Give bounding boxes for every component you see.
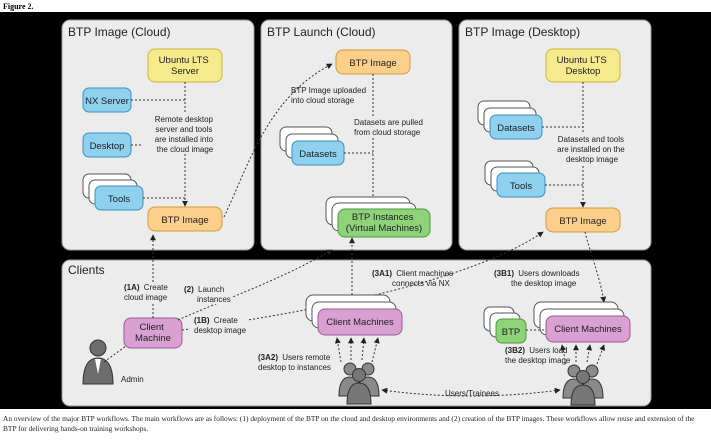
svg-text:(3A1) Client machines: (3A1) Client machines connects via NX: [372, 269, 455, 288]
upload-note-1: BTP Image uploaded: [291, 86, 366, 95]
arrow-upload-to-cloud: [223, 63, 333, 218]
step-1a-line-2: cloud image: [124, 293, 168, 302]
step-3a2-line-2: desktop to instances: [258, 363, 331, 372]
client-machine-line-2: Machine: [135, 333, 171, 344]
step-1b-num: (1B): [194, 316, 210, 325]
step-3a1-line-2: connects via NX: [392, 279, 450, 288]
step-3b1-num: (3B1): [494, 269, 514, 278]
desktop-label: Desktop: [90, 141, 125, 152]
users-group-desktop-icon: [562, 364, 604, 406]
svg-text:Ubuntu LTS Desktop: Ubuntu LTS Desktop: [557, 55, 610, 77]
step-1b-line-2: desktop image: [194, 326, 247, 335]
users-trainees-label: Users/Trainees: [445, 389, 499, 398]
step-1b-line-1: Create: [214, 316, 239, 325]
upload-note-2: into cloud storage: [291, 96, 355, 105]
remote-desktop-note-2: server and tools: [155, 125, 212, 134]
client-machines-desktop-node: [545, 315, 631, 343]
step-3b1-line-1: Users downloads: [518, 269, 579, 278]
figure-caption: An overview of the major BTP workflows. …: [3, 414, 695, 433]
btp-small-label: BTP: [502, 327, 520, 338]
remote-desktop-note-1: Remote desktop: [155, 115, 214, 124]
btp-image-desktop-node: [545, 207, 621, 233]
svg-text:Client Machine: Client Machine: [135, 322, 171, 344]
datasets-tools-note-2: are installed on the: [557, 145, 625, 154]
btp-instances-node: [337, 208, 431, 238]
svg-text:Ubuntu LTS Server: Ubuntu LTS Server: [159, 55, 212, 77]
svg-text:BTP Image uploaded into cl: BTP Image uploaded into cloud storage: [291, 86, 368, 105]
users-group-cloud-icon: [338, 362, 380, 405]
svg-text:(2) Launch instances: (2) Launch instances: [184, 285, 231, 304]
datasets-tools-note-3: desktop image: [566, 155, 619, 164]
ubuntu-desktop-line-2: Desktop: [566, 66, 601, 77]
step-2-num: (2): [184, 285, 194, 294]
figure-label: Figure 2.: [3, 2, 34, 11]
datasets-desktop-label: Datasets: [497, 123, 535, 134]
svg-text:Datasets and tools are ins: Datasets and tools are installed on the …: [557, 135, 627, 164]
svg-text:(3B2) Users load the d: (3B2) Users load the desktop image: [505, 346, 571, 365]
svg-text:(1B) Create desktop im: (1B) Create desktop image: [194, 316, 247, 335]
nx-server-label: NX Server: [85, 96, 129, 107]
panel-title-launch: BTP Launch (Cloud): [267, 25, 376, 39]
panel-title-cloud: BTP Image (Cloud): [68, 25, 171, 39]
remote-desktop-note-4: the cloud image: [157, 145, 214, 154]
btp-image-cloud-node: [147, 206, 223, 232]
datasets-launch-label: Datasets: [299, 149, 337, 160]
step-3b1-line-2: the desktop image: [511, 279, 577, 288]
step-3b2-line-2: the desktop image: [505, 356, 571, 365]
step-1a-line-1: Create: [144, 283, 169, 292]
client-machines-desktop-label: Client Machines: [554, 324, 622, 335]
step-3a2-num: (3A2): [258, 353, 278, 362]
btp-image-cloud-label: BTP Image: [161, 215, 208, 226]
svg-text:Remote desktop server and: Remote desktop server and tools are inst…: [155, 115, 216, 154]
datasets-pulled-note-1: Datasets are pulled: [354, 118, 423, 127]
svg-text:Datasets are pulled from c: Datasets are pulled from cloud storage: [354, 118, 425, 137]
svg-text:(3B1) Users downloads: (3B1) Users downloads the desktop image: [494, 269, 582, 288]
step-2-line-1: Launch: [198, 285, 224, 294]
arrow-2-launch: [177, 249, 333, 321]
datasets-pulled-note-2: from cloud storage: [354, 128, 421, 137]
step-1a-num: (1A): [124, 283, 140, 292]
step-3b2-num: (3B2): [505, 346, 525, 355]
remote-desktop-note-3: are installed into: [155, 135, 214, 144]
client-machines-cloud-label: Client Machines: [326, 317, 394, 328]
tools-desktop-label: Tools: [510, 181, 532, 192]
arrow-3b1: [584, 231, 607, 303]
ubuntu-desktop-line-1: Ubuntu LTS: [557, 55, 607, 66]
client-machines-cloud-node: [317, 308, 403, 336]
admin-label: Admin: [121, 375, 144, 384]
ubuntu-server-line-1: Ubuntu LTS: [159, 55, 209, 66]
ubuntu-server-line-2: Server: [171, 66, 199, 77]
client-machine-line-1: Client: [140, 322, 165, 333]
btp-instances-line-1: BTP Instances: [352, 212, 414, 223]
datasets-tools-note-1: Datasets and tools: [558, 135, 624, 144]
step-3b2-line-1: Users load: [529, 346, 567, 355]
step-3a2-line-1: Users remote: [282, 353, 331, 362]
btp-instances-line-2: (Virtual Machines): [346, 223, 422, 234]
workflow-figure: BTP Image (Cloud) BTP Launch (Cloud) BTP…: [0, 12, 711, 409]
step-3a1-num: (3A1): [372, 269, 392, 278]
link-admin-client: [103, 345, 127, 363]
panel-title-clients: Clients: [68, 263, 105, 277]
workflow-diagram: BTP Image (Cloud) BTP Launch (Cloud) BTP…: [61, 19, 652, 407]
btp-image-desktop-label: BTP Image: [559, 216, 606, 227]
btp-image-launch-label: BTP Image: [349, 58, 396, 69]
svg-text:(3A2) Users remote des: (3A2) Users remote desktop to instances: [258, 353, 333, 372]
svg-text:(1A) Create cloud imag: (1A) Create cloud image: [124, 283, 170, 302]
svg-text:BTP Instances (Virtual Mac: BTP Instances (Virtual Machines): [346, 212, 422, 234]
step-2-line-2: instances: [197, 295, 231, 304]
panel-title-desktop: BTP Image (Desktop): [465, 25, 580, 39]
admin-person-icon: [82, 339, 114, 385]
btp-small-node: [495, 318, 527, 344]
step-3a1-line-1: Client machines: [396, 269, 453, 278]
tools-cloud-label: Tools: [108, 194, 130, 205]
users-trainees-link: [381, 387, 561, 397]
